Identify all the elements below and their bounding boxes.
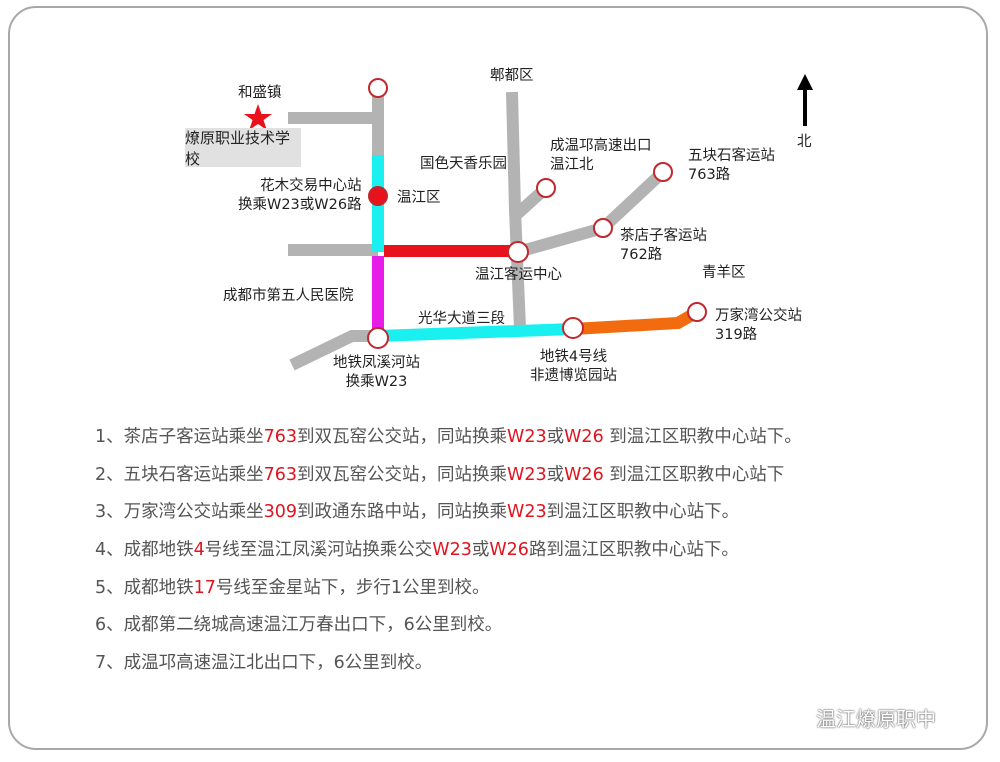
station-metro4: [562, 317, 584, 339]
direction-text: 到双瓦窑公交站，同站换乘: [297, 427, 508, 447]
direction-text: 到温江区职教中心站下。: [546, 502, 740, 523]
route-cyan-guanghua: [377, 323, 574, 342]
label-exit: 成温邛高速出口温江北: [550, 138, 652, 173]
highlight-route-number: W23: [507, 464, 547, 485]
label-town: 和盛镇: [238, 85, 282, 101]
highlight-route-number: W26: [564, 427, 604, 447]
label-hospital: 成都市第五人民医院: [223, 288, 354, 304]
road: [288, 112, 384, 158]
direction-text: 2、五块石客运站乘坐: [95, 464, 264, 485]
directions-list: 1、茶店子客运站乘坐763到双瓦窑公交站，同站换乘W23或W26 到温江区职教中…: [95, 424, 802, 688]
direction-text: 到双瓦窑公交站，同站换乘: [297, 464, 508, 485]
direction-item: 4、成都地铁4号线至温江凤溪河站换乘公交W23或W26路到温江区职教中心站下。: [95, 537, 802, 575]
direction-text: 号线至金星站下，步行1公里到校。: [215, 577, 490, 598]
highlight-route-number: 4: [193, 540, 205, 561]
school-label: 燎原职业技术学校: [185, 128, 301, 168]
direction-text: 6、成都第二绕城高速温江万春出口下，6公里到校。: [95, 615, 503, 636]
watermark: 温江燎原职中: [780, 703, 936, 732]
label-qingyang: 青羊区: [702, 265, 746, 281]
station-center: [507, 241, 529, 263]
station-wenjiang: [368, 186, 388, 206]
direction-item: 5、成都地铁17号线至金星站下，步行1公里到校。: [95, 575, 802, 613]
label-huamu: 花木交易中心站换乘W23或W26路: [238, 178, 362, 213]
station-chadianzi: [593, 218, 613, 238]
label-north: 北: [797, 134, 812, 150]
route-orange: [572, 306, 701, 335]
north-arrow-icon: [797, 74, 813, 126]
highlight-route-number: W23: [507, 502, 547, 523]
frame-border: [8, 6, 988, 750]
watermark-text: 温江燎原职中: [816, 707, 936, 731]
station-top: [368, 78, 388, 98]
direction-item: 6、成都第二绕城高速温江万春出口下，6公里到校。: [95, 612, 802, 650]
station-wanjiawan: [687, 302, 707, 322]
label-pidu: 郫都区: [490, 68, 534, 84]
direction-text: 7、成温邛高速温江北出口下，6公里到校。: [95, 653, 433, 674]
highlight-route-number: W23: [507, 427, 547, 447]
highlight-route-number: 309: [263, 502, 298, 523]
direction-text: 5、成都地铁: [95, 577, 194, 598]
direction-text: 号线至温江凤溪河站换乘公交: [204, 540, 433, 561]
direction-item: 3、万家湾公交站乘坐309到政通东路中站，同站换乘W23到温江区职教中心站下。: [95, 499, 802, 537]
label-fengxi: 地铁凤溪河站换乘W23: [333, 355, 420, 390]
direction-item: 7、成温邛高速温江北出口下，6公里到校。: [95, 650, 802, 688]
highlight-route-number: 763: [263, 427, 298, 447]
label-center: 温江客运中心: [475, 267, 562, 283]
direction-text: 3、万家湾公交站乘坐: [95, 502, 264, 523]
direction-text: 到温江区职教中心站下: [603, 464, 785, 485]
station-wukuaishi: [653, 162, 673, 182]
direction-text: 到政通东路中站，同站换乘: [297, 502, 508, 523]
highlight-route-number: 763: [263, 464, 298, 485]
label-guanghua: 光华大道三段: [418, 311, 505, 327]
route-map: [244, 74, 813, 371]
label-wenjiang: 温江区: [397, 190, 441, 206]
highlight-route-number: W26: [564, 464, 604, 485]
highlight-route-number: W26: [489, 540, 529, 561]
direction-text: 或: [546, 427, 565, 447]
direction-text: 或: [471, 540, 490, 561]
direction-text: 到温江区职教中心站下。: [603, 427, 802, 447]
label-guose: 国色天香乐园: [420, 156, 507, 172]
station-fengxi: [367, 327, 389, 349]
direction-text: 1、茶店子客运站乘坐: [95, 427, 264, 447]
label-metro4: 地铁4号线非遗博览园站: [530, 349, 617, 384]
highlight-route-number: 17: [193, 577, 216, 598]
station-exit: [536, 178, 556, 198]
direction-item: 1、茶店子客运站乘坐763到双瓦窑公交站，同站换乘W23或W26 到温江区职教中…: [95, 424, 802, 462]
wechat-icon: [781, 706, 808, 728]
direction-text: 或: [546, 464, 565, 485]
direction-text: 4、成都地铁: [95, 540, 194, 561]
direction-item: 2、五块石客运站乘坐763到双瓦窑公交站，同站换乘W23或W26 到温江区职教中…: [95, 462, 802, 500]
highlight-route-number: W23: [432, 540, 472, 561]
star-icon: [244, 104, 272, 130]
direction-text: 路到温江区职教中心站下。: [528, 540, 739, 561]
